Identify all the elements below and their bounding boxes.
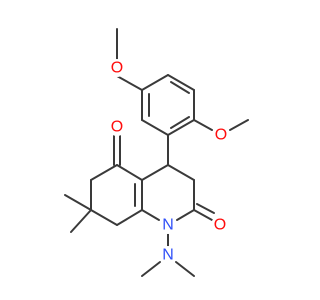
atom-label-o: O	[214, 217, 226, 234]
atom-label-o: O	[111, 60, 123, 77]
atom-label-n: N	[162, 247, 174, 264]
dimethylamino-nitrogen: N	[159, 246, 177, 264]
bond	[90, 209, 118, 226]
bond	[193, 209, 213, 221]
bond	[167, 164, 195, 181]
bond	[70, 209, 92, 233]
bond	[196, 203, 215, 214]
bond	[64, 194, 92, 211]
bond	[90, 164, 118, 181]
atom-label-o: O	[215, 127, 227, 144]
bond	[141, 209, 160, 221]
bond	[141, 261, 161, 277]
ring-nitrogen: N	[159, 216, 177, 234]
bond	[116, 209, 143, 226]
bond	[175, 261, 195, 277]
molecule-structure: O O O O N N	[64, 28, 249, 277]
methoxy-oxygen-right: O	[212, 126, 230, 144]
bonds	[64, 28, 249, 277]
bond	[141, 119, 169, 136]
atom-labels: O O O O N N	[108, 59, 230, 264]
bond	[167, 74, 195, 91]
bond	[170, 116, 190, 129]
ketone-oxygen: O	[108, 118, 126, 136]
bond	[176, 209, 195, 221]
bond	[229, 119, 249, 131]
bond	[116, 164, 143, 181]
bond	[141, 164, 169, 181]
bond	[141, 74, 169, 91]
atom-label-n: N	[162, 217, 174, 234]
bond	[170, 81, 190, 94]
bond	[116, 75, 143, 91]
bond	[167, 119, 195, 136]
atom-label-o: O	[111, 119, 123, 136]
bond	[193, 119, 213, 131]
methoxy-oxygen-top: O	[108, 59, 126, 77]
lactam-oxygen: O	[211, 216, 229, 234]
